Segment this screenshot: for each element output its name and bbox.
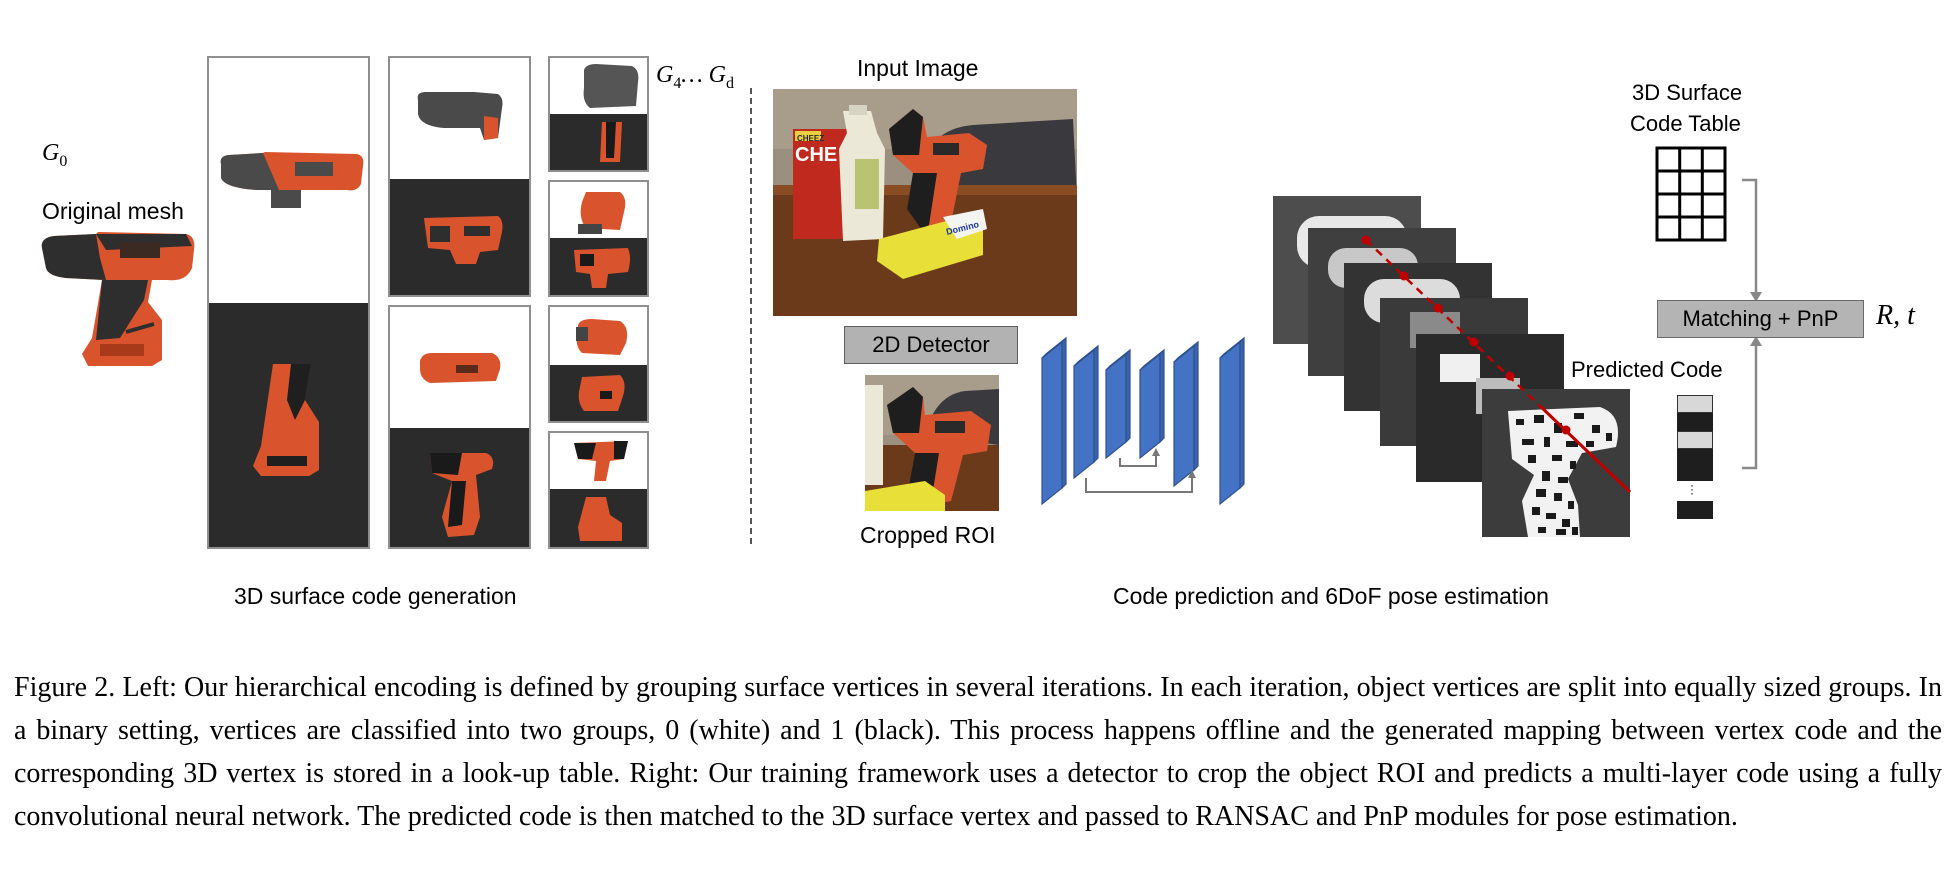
figure-caption: Figure 2. Left: Our hierarchical encodin…	[14, 672, 1942, 832]
cheez-box-text: CHE	[795, 144, 837, 166]
input-image-label: Input Image	[857, 55, 979, 81]
g2-bottom-dark-drill-icon	[430, 453, 494, 537]
g2-top-dark-drill-icon	[424, 216, 503, 264]
cropped-roi-label: Cropped ROI	[860, 522, 996, 548]
g1-top-drill-icon	[220, 152, 364, 208]
label-g4-gd: G4… Gd	[656, 62, 735, 92]
detector-box: 2D Detector	[844, 326, 1018, 364]
fcn-network-diagram	[1041, 336, 1245, 506]
g2-bottom-white-drill-icon	[420, 353, 501, 383]
code-table-label-line1: 3D Surface	[1632, 80, 1743, 105]
input-image-photo: CHE CHEEZ Domino	[773, 89, 1077, 316]
g1-panel	[207, 56, 370, 549]
g1-bottom-drill-icon	[253, 364, 319, 476]
original-mesh-drill-image	[41, 232, 195, 366]
g3-panel-1	[548, 56, 649, 172]
g3-panel-4-drill-icon	[574, 441, 628, 541]
predicted-code-label: Predicted Code	[1571, 357, 1723, 382]
predicted-code-bar: ···	[1677, 395, 1713, 519]
g2-panel-top	[388, 56, 531, 297]
pose-output-label: R, t	[1876, 300, 1915, 331]
g2-top-white-drill-icon	[417, 92, 503, 140]
cheez-box-small-text: CHEEZ	[797, 134, 824, 143]
label-g0: G0	[42, 140, 68, 170]
cropped-roi-photo	[865, 375, 999, 511]
code-table-label-line2: Code Table	[1630, 111, 1741, 136]
correspondence-ray	[1361, 235, 1632, 494]
g3-panel-2-drill-icon	[574, 192, 630, 288]
code-layer-6	[1482, 389, 1630, 537]
ellipsis-icon: ···	[1690, 478, 1694, 500]
original-mesh-label: Original mesh	[42, 198, 184, 224]
code-table-grid-icon	[1655, 146, 1727, 242]
g3-panel-1-drill-icon	[583, 64, 639, 162]
left-section-title: 3D surface code generation	[234, 583, 517, 609]
right-section-title: Code prediction and 6DoF pose estimation	[1113, 583, 1549, 609]
g3-panel-2	[548, 180, 649, 297]
matching-pnp-box: Matching + PnP	[1657, 300, 1864, 338]
g3-panel-4	[548, 431, 649, 549]
predicted-code-noise-image	[1508, 407, 1618, 537]
connector-arrows	[1742, 178, 1762, 470]
section-divider	[750, 88, 752, 544]
g3-panel-3-drill-icon	[576, 319, 628, 411]
g3-panel-3	[548, 305, 649, 423]
g2-panel-bottom	[388, 305, 531, 549]
g3-panel-1-dark	[550, 114, 647, 170]
